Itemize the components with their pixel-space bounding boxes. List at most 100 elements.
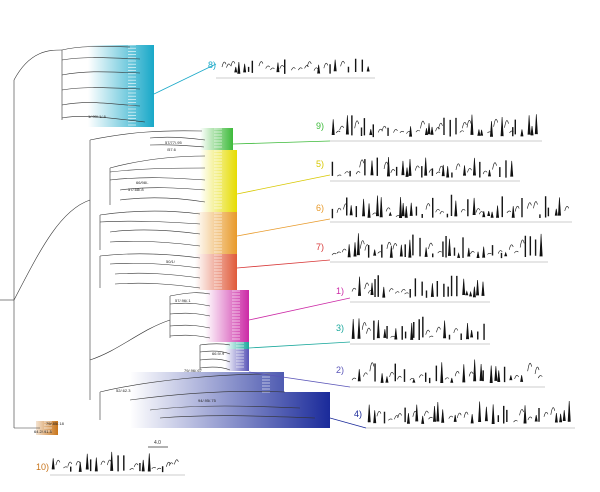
spectrogram-syllable [477, 129, 481, 136]
spectrogram-trace [351, 275, 485, 298]
spectrogram-syllable [447, 238, 451, 256]
spectrogram-syllable [408, 158, 412, 176]
clade-number-label: 10) [36, 462, 49, 472]
spectrogram-syllable [351, 115, 353, 136]
clade-connectors [153, 63, 367, 429]
spectrogram-syllable [298, 67, 303, 71]
spectrogram-syllable [364, 282, 369, 290]
spectrogram-syllable [117, 455, 119, 472]
spectrogram-syllable [94, 457, 98, 472]
spectrogram-syllable [491, 245, 494, 256]
spectrogram-syllable [503, 366, 506, 383]
spectrogram-syllable [436, 280, 439, 297]
node-label: 64.2/.91.5 [34, 429, 53, 434]
spectrogram-syllable [460, 333, 462, 340]
spectrogram-syllable [440, 362, 444, 384]
spectrogram-syllable [377, 275, 379, 297]
spectrogram-syllable [497, 250, 503, 254]
spectrogram-syllable [386, 241, 392, 249]
spectrogram-syllable [467, 199, 469, 217]
spectrogram-syllable [433, 406, 437, 422]
spectrogram-syllable [174, 459, 179, 465]
node-label: 52/.62.3 [116, 388, 131, 393]
spectrogram-syllable [123, 455, 125, 471]
spectrogram-syllable [534, 114, 538, 135]
spectrogram-syllable [483, 323, 485, 340]
spectrogram-syllable [419, 237, 421, 257]
spectrogram-syllable [539, 214, 541, 219]
spectrogram-syllable [374, 279, 376, 297]
spectrogram-syllable [435, 127, 440, 132]
spectrogram-syllable [421, 214, 423, 218]
spectrogram-syllable [409, 288, 411, 298]
spectrogram-syllable [443, 320, 447, 339]
spectrogram-syllable [500, 252, 503, 259]
clade-band-2 [225, 349, 249, 371]
spectrogram-syllable [403, 369, 406, 382]
spectrogram-syllable [360, 127, 363, 137]
spectrogram-trace [331, 233, 543, 259]
spectrogram-syllable [462, 237, 464, 258]
spectrogram-syllable [503, 405, 505, 424]
spectrogram-syllable [469, 290, 473, 297]
spectrogram-syllable [361, 59, 364, 72]
tip-labels [44, 44, 270, 432]
clade-band-3 [225, 342, 249, 349]
connector-5 [236, 174, 331, 195]
spectrogram-syllable [161, 466, 164, 473]
spectrogram-syllable [372, 212, 377, 215]
spectrogram-syllable [543, 412, 549, 417]
lower-clade-branch [89, 319, 171, 361]
spectrogram-syllable [506, 210, 512, 214]
spectrogram-syllable [404, 407, 406, 423]
spectrogram-syllable [381, 244, 383, 258]
spectrogram-syllable [421, 281, 423, 296]
clade-band-7 [195, 254, 237, 290]
spectrogram-syllable [258, 61, 264, 67]
spectrogram-syllable [366, 66, 370, 72]
spectrogram-syllable [428, 377, 431, 384]
spectrogram-syllable [470, 114, 474, 135]
spectrogram-syllable [63, 466, 68, 469]
spectrogram-syllable [415, 404, 419, 422]
spectrogram-syllable [450, 194, 453, 217]
spectrogram-syllable [454, 200, 458, 217]
spectrogram-trace [51, 451, 179, 473]
clade-number-label: 8) [208, 60, 216, 70]
clade-number-label: 6) [316, 203, 324, 213]
clade-bands [36, 45, 330, 435]
spectrogram-trace [351, 316, 485, 340]
spectrogram-syllable [414, 278, 417, 297]
node-label: 79/.96/.67 [184, 368, 203, 373]
spectrogram-syllable [363, 372, 368, 377]
tree-branches [0, 46, 316, 429]
spectrogram-syllable [425, 203, 431, 210]
spectrogram-syllable [415, 206, 418, 216]
spectrogram-syllable [364, 159, 366, 176]
spectrogram-syllable [381, 125, 387, 132]
spectrogram-syllable [383, 411, 386, 424]
spectrogram-syllable [462, 278, 466, 296]
spectrogram-syllable [514, 250, 519, 254]
spectrogram-syllable [457, 252, 461, 259]
spectrogram-syllable [55, 459, 61, 466]
spectrogram-syllable [476, 251, 480, 259]
spectrogram-syllable [408, 239, 412, 258]
spectrogram-syllable [386, 326, 388, 339]
clade-number-label: 9) [316, 121, 324, 131]
spectrogram-syllable [421, 166, 423, 178]
spectrogram-syllable [349, 205, 353, 216]
spectrogram-syllable [448, 334, 451, 340]
spectrogram-trace [331, 114, 538, 138]
spectrogram-syllable [100, 460, 106, 465]
spectrogram-syllable [520, 375, 524, 382]
spectrogram-syllable [557, 197, 561, 216]
spectrogram-syllable [344, 171, 349, 174]
node-label: 57/77/.95 [165, 140, 182, 145]
spectrogram-panel-1: 1) [336, 275, 490, 303]
spectrogram-syllable [306, 61, 312, 67]
spectrogram-syllable [404, 206, 408, 218]
spectrogram-syllable [230, 61, 236, 67]
spectrogram-syllable [383, 329, 387, 338]
spectrogram-syllable [424, 157, 428, 176]
